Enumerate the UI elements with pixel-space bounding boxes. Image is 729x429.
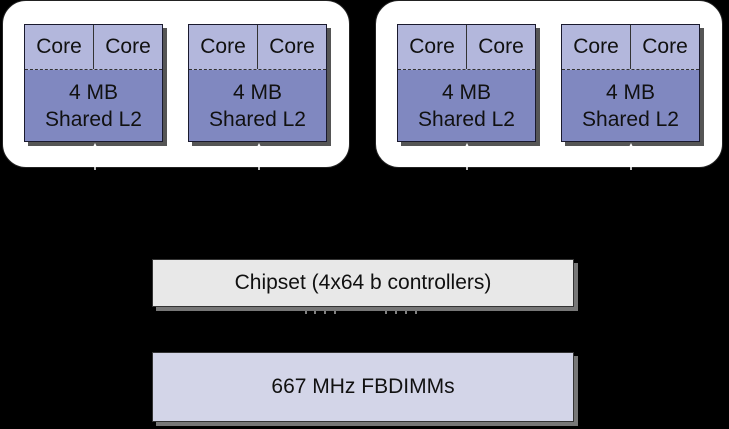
core: Core (573, 35, 619, 58)
core-pair: Core Core (398, 25, 535, 70)
core: Core (630, 25, 699, 69)
memory-channels (305, 308, 417, 314)
core-pair: Core Core (25, 25, 162, 70)
core-pair: Core Core (189, 25, 326, 70)
memory-label: 667 MHz FBDIMMs (271, 375, 455, 398)
shared-l2-cache: 4 MB Shared L2 (189, 70, 326, 141)
die-3: Core Core 4 MB Shared L2 (397, 24, 536, 142)
cache-label: Shared L2 (209, 107, 306, 131)
core-pair: Core Core (562, 25, 699, 70)
cache-label: Shared L2 (45, 107, 142, 131)
cache-size: 4 MB (605, 80, 655, 104)
cache-label: Shared L2 (418, 107, 515, 131)
die-2: Core Core 4 MB Shared L2 (188, 24, 327, 142)
chipset-box: Chipset (4x64 b controllers) (152, 259, 574, 307)
cache-size: 4 MB (441, 80, 491, 104)
die-4: Core Core 4 MB Shared L2 (561, 24, 700, 142)
core: Core (466, 25, 535, 69)
core: Core (200, 35, 246, 58)
cache-size: 4 MB (232, 80, 282, 104)
socket-1: Core Core 4 MB Shared L2 Core Core 4 MB … (2, 0, 350, 168)
core: Core (409, 35, 455, 58)
die-1: Core Core 4 MB Shared L2 (24, 24, 163, 142)
core: Core (93, 25, 162, 69)
memory-box: 667 MHz FBDIMMs (152, 352, 574, 422)
core: Core (36, 35, 82, 58)
shared-l2-cache: 4 MB Shared L2 (562, 70, 699, 141)
chipset-label: Chipset (4x64 b controllers) (234, 271, 492, 294)
shared-l2-cache: 4 MB Shared L2 (398, 70, 535, 141)
core: Core (257, 25, 326, 69)
cache-label: Shared L2 (582, 107, 679, 131)
shared-l2-cache: 4 MB Shared L2 (25, 70, 162, 141)
cache-size: 4 MB (68, 80, 118, 104)
socket-2: Core Core 4 MB Shared L2 Core Core 4 MB … (375, 0, 723, 168)
